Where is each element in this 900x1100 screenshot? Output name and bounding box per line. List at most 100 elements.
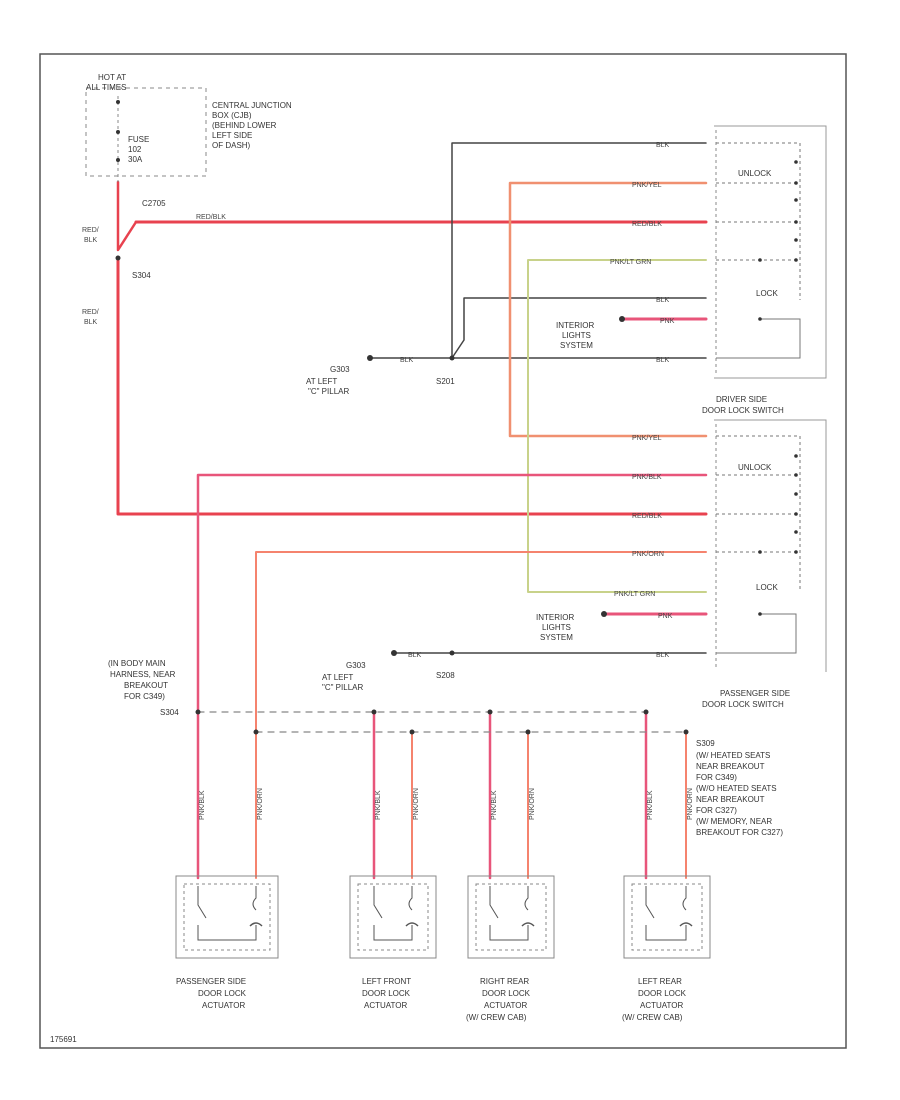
- wl-pass-pnk-orn: PNK/ORN: [632, 551, 664, 558]
- act-lr-line4: (W/ CREW CAB): [622, 1013, 683, 1022]
- s309-note-2: NEAR BREAKOUT: [696, 762, 765, 771]
- diagram-id: 175691: [50, 1035, 77, 1044]
- wl-pass-blk-g303: BLK: [408, 652, 422, 659]
- act-rr-line2: DOOR LOCK: [482, 989, 531, 998]
- wl-pass-pnk: PNK: [658, 613, 673, 620]
- vl-rr-pnk-blk: PNK/BLK: [491, 790, 498, 820]
- ground-b-line2: "C" PILLAR: [322, 683, 363, 692]
- actuator-left-rear: LEFT REAR DOOR LOCK ACTUATOR (W/ CREW CA…: [622, 875, 711, 1022]
- wire-label-red-2: RED/: [82, 309, 99, 316]
- wire-blk-top: [451, 142, 707, 359]
- wl-driver-pnk-lt-grn: PNK/LT GRN: [610, 259, 651, 266]
- ground-b-line1: AT LEFT: [322, 673, 353, 682]
- splice-s201: S201: [436, 377, 455, 386]
- act-lf-line1: LEFT FRONT: [362, 977, 411, 986]
- all-times-label: ALL TIMES: [86, 83, 126, 92]
- wire-label-blk-1: BLK: [84, 237, 98, 244]
- pass-interior-1: INTERIOR: [536, 613, 574, 622]
- actuator-left-front: LEFT FRONT DOOR LOCK ACTUATOR: [349, 875, 437, 1010]
- driver-interior-3: SYSTEM: [560, 341, 593, 350]
- s304-note-2: HARNESS, NEAR: [110, 670, 176, 679]
- vl-rr-pnk-orn: PNK/ORN: [529, 788, 536, 820]
- s304-note-1: (IN BODY MAIN: [108, 659, 166, 668]
- wire-pnk-lt-grn: [527, 259, 707, 593]
- wl-pass-pnk-blk: PNK/BLK: [632, 474, 662, 481]
- act-lf-line2: DOOR LOCK: [362, 989, 411, 998]
- act-pass-line3: ACTUATOR: [202, 1001, 245, 1010]
- wl-pass-pnk-yel: PNK/YEL: [632, 435, 662, 442]
- actuator-right-rear: RIGHT REAR DOOR LOCK ACTUATOR (W/ CREW C…: [466, 875, 555, 1022]
- wires: [116, 142, 708, 880]
- pass-lock-label: LOCK: [756, 583, 778, 592]
- s309-note-3: FOR C349): [696, 773, 737, 782]
- s309-note-4: (W/O HEATED SEATS: [696, 784, 777, 793]
- fuse-label: FUSE: [128, 135, 149, 144]
- act-rr-line1: RIGHT REAR: [480, 977, 529, 986]
- driver-lock-label: LOCK: [756, 289, 778, 298]
- wl-pass-red-blk: RED/BLK: [632, 513, 662, 520]
- wire-label-red-blk-h: RED/BLK: [196, 214, 226, 221]
- splice-s304-top: S304: [132, 271, 151, 280]
- wl-driver-pnk-yel: PNK/YEL: [632, 182, 662, 189]
- vl-pass-pnk-orn: PNK/ORN: [257, 788, 264, 820]
- cjb-label-4: LEFT SIDE: [212, 131, 252, 140]
- splice-s304-bottom: S304: [160, 708, 179, 717]
- ground-a-line2: "C" PILLAR: [308, 387, 349, 396]
- wl-pass-blk: BLK: [656, 652, 670, 659]
- wire-label-blk-2: BLK: [84, 319, 98, 326]
- wl-driver-blk-1: BLK: [656, 142, 670, 149]
- ground-g303-b: G303: [346, 661, 366, 670]
- act-lr-line2: DOOR LOCK: [638, 989, 687, 998]
- s309-note-8: BREAKOUT FOR C327): [696, 828, 783, 837]
- pass-interior-2: LIGHTS: [542, 623, 571, 632]
- pass-switch-title-2: DOOR LOCK SWITCH: [702, 700, 784, 709]
- wire-label-red-1: RED/: [82, 227, 99, 234]
- pass-switch-title-1: PASSENGER SIDE: [720, 689, 790, 698]
- splice-dots: [115, 255, 689, 735]
- wl-driver-red-blk: RED/BLK: [632, 221, 662, 228]
- wire-pnk-blk: [196, 473, 708, 880]
- driver-interior-2: LIGHTS: [562, 331, 591, 340]
- cjb-label-3: (BEHIND LOWER: [212, 121, 277, 130]
- ground-a-line1: AT LEFT: [306, 377, 337, 386]
- act-rr-line3: ACTUATOR: [484, 1001, 527, 1010]
- splice-s309: S309: [696, 739, 715, 748]
- hot-at-label: HOT AT: [98, 73, 126, 82]
- driver-interior-1: INTERIOR: [556, 321, 594, 330]
- s309-note-5: NEAR BREAKOUT: [696, 795, 765, 804]
- s304-note-4: FOR C349): [124, 692, 165, 701]
- wire-label-blk-g303: BLK: [400, 357, 414, 364]
- diagram-frame: [39, 53, 847, 1049]
- fuse-number: 102: [128, 145, 142, 154]
- splice-s208: S208: [436, 671, 455, 680]
- s304-note-3: BREAKOUT: [124, 681, 168, 690]
- connector-c2705: C2705: [142, 199, 166, 208]
- passenger-door-lock-switch: UNLOCK LOCK PASSENGER SIDE DOOR LOCK SWI…: [536, 419, 827, 709]
- s309-note-7: (W/ MEMORY, NEAR: [696, 817, 772, 826]
- driver-switch-title-2: DOOR LOCK SWITCH: [702, 406, 784, 415]
- cjb-label-2: BOX (CJB): [212, 111, 252, 120]
- vl-lr-pnk-blk: PNK/BLK: [647, 790, 654, 820]
- driver-door-lock-switch: UNLOCK LOCK DRIVER SIDE DOOR LOCK SWITCH…: [556, 125, 827, 415]
- s309-note-6: FOR C327): [696, 806, 737, 815]
- vl-lf-pnk-blk: PNK/BLK: [375, 790, 382, 820]
- act-lr-line3: ACTUATOR: [640, 1001, 683, 1010]
- driver-unlock-label: UNLOCK: [738, 169, 772, 178]
- pass-unlock-label: UNLOCK: [738, 463, 772, 472]
- wire-blk-lock: [451, 297, 707, 359]
- vl-pass-pnk-blk: PNK/BLK: [199, 790, 206, 820]
- wl-pass-pnk-lt-grn: PNK/LT GRN: [614, 591, 655, 598]
- driver-switch-title-1: DRIVER SIDE: [716, 395, 767, 404]
- act-pass-line1: PASSENGER SIDE: [176, 977, 246, 986]
- wire-fuse-feed: [116, 180, 138, 252]
- act-pass-line2: DOOR LOCK: [198, 989, 247, 998]
- wl-driver-blk-3: BLK: [656, 357, 670, 364]
- actuator-passenger: PASSENGER SIDE DOOR LOCK ACTUATOR: [175, 875, 279, 1010]
- vl-lr-pnk-orn: PNK/ORN: [687, 788, 694, 820]
- vl-lf-pnk-orn: PNK/ORN: [413, 788, 420, 820]
- central-junction-box: HOT AT ALL TIMES FUSE 102 30A CENTRAL JU…: [85, 73, 292, 182]
- act-rr-line4: (W/ CREW CAB): [466, 1013, 527, 1022]
- ground-g303-a: G303: [330, 365, 350, 374]
- cjb-label-5: OF DASH): [212, 141, 251, 150]
- wire-pnk-orn: [255, 551, 707, 879]
